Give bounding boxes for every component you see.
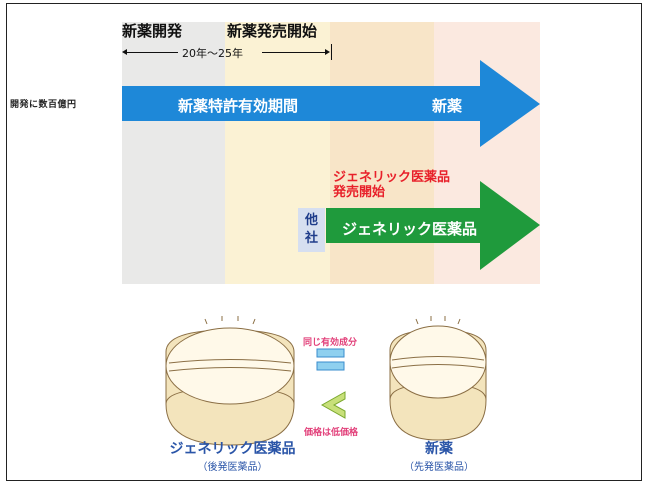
same-ingredient-label: 同じ有効成分 [303,338,358,348]
range-line-left [126,52,178,53]
new-drug-caption: 新薬 （先発医薬品） [395,438,483,473]
patent-bar-label: 新薬特許有効期間 [178,97,299,115]
generic-caption: ジェネリック医薬品 （後発医薬品） [160,438,305,473]
less-than-icon [320,391,346,419]
phase-development-label: 新薬開発 [122,22,183,40]
generic-launch-label-1: ジェネリック医薬品 [333,170,451,185]
patent-arrow-icon [122,60,540,147]
band-development [122,22,225,284]
pill-icon [389,316,487,441]
generic-arrow-icon [326,181,540,270]
new-drug-caption-sub: （先発医薬品） [404,462,474,473]
range-tick [331,44,332,60]
range-line-right [262,52,326,53]
generic-caption-sub: （後発医薬品） [197,462,268,473]
other-company-label-2: 社 [304,231,318,246]
generic-bar-label: ジェネリック医薬品 [342,220,478,238]
new-drug-caption-main: 新薬 [425,441,453,457]
range-arrow-left-icon [122,49,127,55]
other-company-box: 他 社 [298,208,325,252]
equals-icon [316,348,345,371]
pill-icon [165,316,295,446]
generic-launch-label-2: 発売開始 [333,185,386,200]
range-arrow-right-icon [325,49,330,55]
new-drug-bar-label: 新薬 [432,97,463,115]
development-cost-label: 開発に数百億円 [10,100,77,110]
phase-launch-label: 新薬発売開始 [227,22,318,40]
price-lower-label: 価格は低価格 [304,428,359,438]
range-label: 20年〜25年 [182,47,243,60]
generic-caption-main: ジェネリック医薬品 [169,441,296,457]
other-company-label-1: 他 [304,213,318,228]
